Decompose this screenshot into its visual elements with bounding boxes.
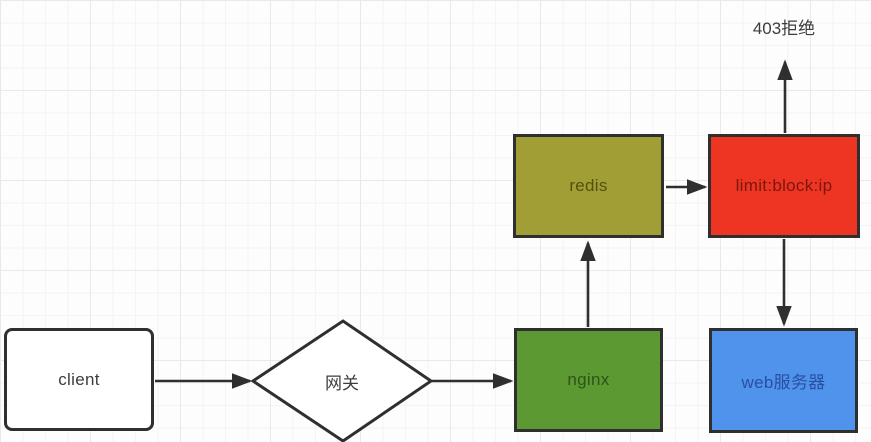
node-redis: redis (513, 134, 664, 238)
node-redis-label: redis (569, 176, 608, 195)
label-403-reject: 403拒绝 (752, 19, 816, 38)
node-client: client (4, 328, 154, 431)
node-gateway-diamond-shape (250, 319, 434, 442)
node-client-label: client (58, 369, 100, 389)
node-gateway-label: 网关 (325, 373, 359, 393)
node-limit-block-ip: limit:block:ip (708, 134, 860, 238)
node-nginx-label: nginx (567, 370, 610, 389)
node-web-server: web服务器 (709, 328, 858, 433)
node-nginx: nginx (514, 328, 663, 432)
node-web-server-label: web服务器 (741, 373, 826, 392)
node-limit-block-ip-label: limit:block:ip (735, 176, 833, 195)
node-gateway-label-wrap: 网关 (253, 321, 431, 441)
